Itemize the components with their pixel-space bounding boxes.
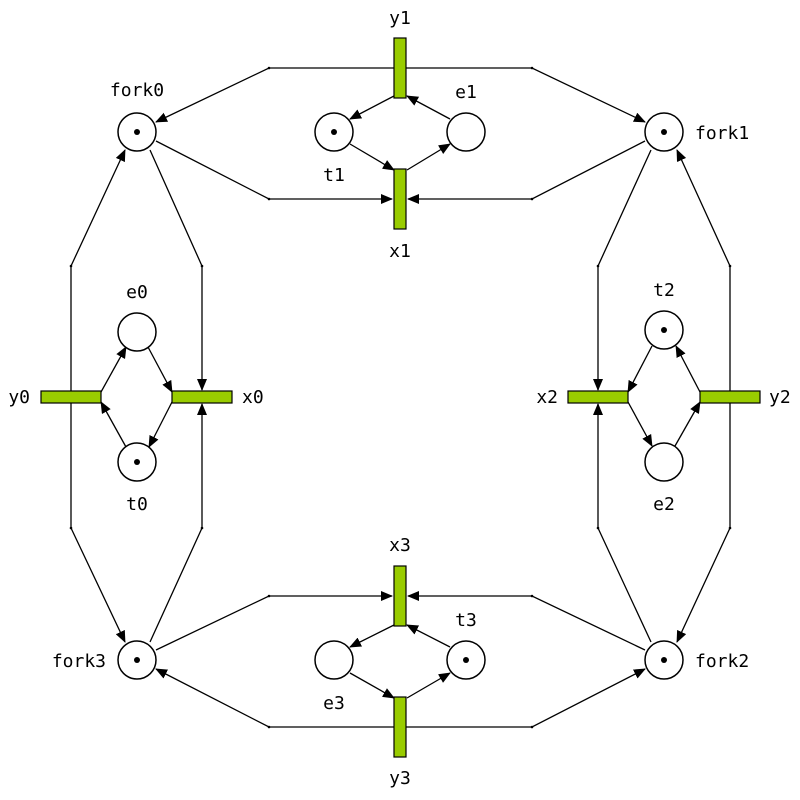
arc-fork1-to-x1 (407, 140, 646, 204)
arc-x0-to-t0 (148, 401, 173, 448)
arc-e1-to-y1 (406, 95, 451, 120)
transition-label-y1: y1 (389, 8, 411, 29)
arc-x2-to-e2 (627, 401, 653, 447)
arc-bend-point (200, 264, 204, 268)
transitions-layer (40, 37, 761, 758)
arc-e3-to-y3 (349, 672, 395, 699)
place-label-e0: e0 (126, 282, 148, 303)
token-t1 (331, 129, 337, 135)
arc-y0-to-e0 (100, 346, 127, 393)
arc-y2-to-t2 (675, 345, 701, 393)
arc-fork3-to-x3 (155, 591, 393, 651)
arc-fork1-to-x2 (593, 149, 652, 391)
place-label-fork2: fork2 (695, 651, 749, 672)
arc-e2-to-y2 (674, 401, 701, 447)
transition-y0[interactable] (40, 390, 102, 404)
token-t3 (463, 657, 469, 663)
arc-bend-point (69, 264, 73, 268)
arc-bend-point (267, 594, 271, 598)
arc-bend-point (69, 526, 73, 530)
transition-x0[interactable] (171, 390, 233, 404)
arc-t1-to-x1 (349, 143, 395, 171)
arc-bend-point (267, 66, 271, 70)
transition-x3[interactable] (393, 565, 407, 627)
place-label-fork1: fork1 (695, 123, 749, 144)
arc-bend-point (530, 594, 534, 598)
arcs-layer (69, 66, 732, 729)
transition-label-y3: y3 (389, 768, 411, 789)
arc-fork2-to-x2 (593, 403, 652, 643)
arc-y0-to-fork0 (70, 149, 126, 391)
arc-e0-to-x0 (147, 346, 173, 393)
arc-y3-to-t3 (406, 672, 451, 699)
arc-y1-to-t1 (349, 95, 395, 120)
place-e1[interactable] (446, 112, 486, 152)
arc-bend-point (728, 526, 732, 530)
arc-t3-to-x3 (406, 624, 451, 648)
arc-fork0-to-x1 (155, 140, 393, 204)
transition-label-x1: x1 (389, 241, 411, 262)
place-e0[interactable] (117, 312, 157, 352)
arc-bend-point (530, 725, 534, 729)
arc-x3-to-e3 (349, 624, 395, 648)
arc-t2-to-x2 (627, 345, 653, 393)
places-layer (117, 112, 684, 680)
arc-bend-point (596, 264, 600, 268)
place-label-t2: t2 (653, 280, 675, 301)
transition-label-x2: x2 (536, 387, 558, 408)
arc-y2-to-fork1 (676, 149, 731, 391)
transition-y1[interactable] (393, 37, 407, 99)
arc-t0-to-y0 (100, 401, 127, 448)
arc-fork2-to-x3 (407, 591, 646, 651)
place-e2[interactable] (644, 442, 684, 482)
token-fork2 (661, 657, 667, 663)
arc-fork3-to-x0 (149, 403, 207, 643)
arc-bend-point (200, 526, 204, 530)
transition-x2[interactable] (567, 390, 629, 404)
arc-bend-point (728, 264, 732, 268)
token-fork0 (134, 129, 140, 135)
arc-x1-to-e1 (406, 143, 451, 171)
place-label-fork3: fork3 (52, 651, 106, 672)
transition-label-y2: y2 (769, 387, 791, 408)
arc-fork0-to-x0 (149, 149, 207, 391)
arc-y2-to-fork2 (676, 403, 731, 643)
transition-label-x3: x3 (389, 535, 411, 556)
place-label-t0: t0 (126, 494, 148, 515)
place-label-fork0: fork0 (110, 80, 164, 101)
arc-y0-to-fork3 (70, 403, 126, 643)
arc-bend-point (596, 526, 600, 530)
arc-bend-point (530, 66, 534, 70)
token-fork3 (134, 657, 140, 663)
labels-layer: x0 y0 x1 y1 x2 y2 x3 y3 fork0 fork1 fork2 fork3 t0 e0… (8, 8, 790, 789)
arc-y1-to-fork0 (155, 67, 394, 123)
place-label-e2: e2 (653, 494, 675, 515)
transition-label-y0: y0 (8, 387, 30, 408)
token-t0 (134, 459, 140, 465)
transition-label-x0: x0 (242, 387, 264, 408)
arc-bend-point (267, 197, 271, 201)
arc-y1-to-fork1 (406, 67, 646, 123)
token-fork1 (661, 129, 667, 135)
token-t2 (661, 327, 667, 333)
transition-x1[interactable] (393, 168, 407, 230)
transition-y2[interactable] (699, 390, 761, 404)
arc-bend-point (530, 197, 534, 201)
place-label-t1: t1 (323, 165, 345, 186)
place-label-e1: e1 (455, 82, 477, 103)
place-e3[interactable] (314, 640, 354, 680)
arc-bend-point (267, 725, 271, 729)
place-label-t3: t3 (455, 610, 477, 631)
place-label-e3: e3 (323, 693, 345, 714)
transition-y3[interactable] (393, 696, 407, 758)
